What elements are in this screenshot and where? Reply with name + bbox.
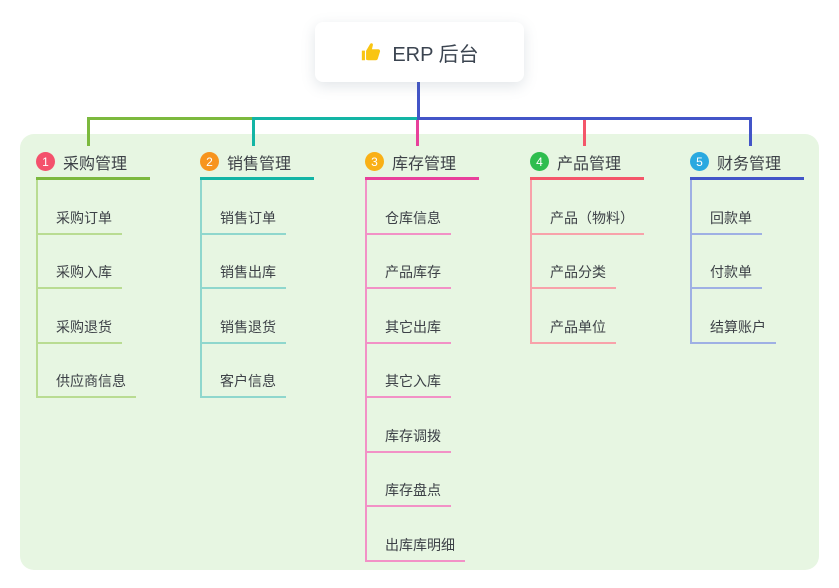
drop-line-branch-1 (87, 120, 90, 146)
child-node: 出库库明细 (367, 507, 479, 562)
child-node: 销售订单 (202, 180, 314, 235)
branch-children: 采购订单 采购入库 采购退货 供应商信息 (36, 180, 150, 398)
branch-number-badge: 1 (36, 152, 55, 171)
branch-sales: 2 销售管理 销售订单 销售出库 销售退货 客户信息 (200, 146, 314, 398)
child-node-label[interactable]: 销售退货 (202, 317, 286, 344)
branch-label: 销售管理 (227, 155, 292, 173)
child-node: 仓库信息 (367, 180, 479, 235)
child-node-label[interactable]: 回款单 (692, 208, 762, 235)
child-node-label[interactable]: 销售订单 (202, 208, 286, 235)
child-node-label[interactable]: 产品分类 (532, 262, 616, 289)
mindmap-canvas-panel (20, 134, 819, 570)
branch-children: 产品（物料） 产品分类 产品单位 (530, 180, 644, 344)
child-node-label[interactable]: 出库库明细 (367, 535, 465, 562)
drop-line-branch-4 (583, 120, 586, 146)
branch-label: 库存管理 (392, 155, 457, 173)
child-node-label[interactable]: 采购入库 (38, 262, 122, 289)
bus-line-branch-2 (252, 117, 418, 120)
drop-line-branch-3 (416, 120, 419, 146)
branch-header-finance[interactable]: 5 财务管理 (690, 146, 804, 180)
child-node-label[interactable]: 结算账户 (692, 317, 776, 344)
child-node: 采购订单 (38, 180, 150, 235)
child-node: 产品（物料） (532, 180, 644, 235)
branch-label: 采购管理 (63, 155, 128, 173)
child-node-label[interactable]: 产品单位 (532, 317, 616, 344)
drop-line-branch-2 (252, 120, 255, 146)
branch-label: 财务管理 (717, 155, 782, 173)
root-node-erp[interactable]: ERP 后台 (315, 22, 524, 82)
branch-label: 产品管理 (557, 155, 622, 173)
branch-finance: 5 财务管理 回款单 付款单 结算账户 (690, 146, 804, 344)
branch-number-badge: 4 (530, 152, 549, 171)
child-node: 销售退货 (202, 289, 314, 344)
branch-header-sales[interactable]: 2 销售管理 (200, 146, 314, 180)
child-node: 产品分类 (532, 235, 644, 289)
child-node: 回款单 (692, 180, 804, 235)
child-node: 销售出库 (202, 235, 314, 289)
child-node-label[interactable]: 产品（物料） (532, 208, 644, 235)
child-node: 库存调拨 (367, 398, 479, 453)
child-node-label[interactable]: 销售出库 (202, 262, 286, 289)
child-node: 结算账户 (692, 289, 804, 344)
branch-number-badge: 3 (365, 152, 384, 171)
child-node: 供应商信息 (38, 344, 150, 398)
branch-children: 销售订单 销售出库 销售退货 客户信息 (200, 180, 314, 398)
branch-number-badge: 2 (200, 152, 219, 171)
branch-header-purchase[interactable]: 1 采购管理 (36, 146, 150, 180)
root-node-label: ERP 后台 (392, 43, 479, 66)
branch-header-product[interactable]: 4 产品管理 (530, 146, 644, 180)
child-node-label[interactable]: 其它入库 (367, 371, 451, 398)
branch-purchase: 1 采购管理 采购订单 采购入库 采购退货 供应商信息 (36, 146, 150, 398)
bus-line-branch-1 (87, 117, 254, 120)
child-node-label[interactable]: 库存盘点 (367, 480, 451, 507)
child-node-label[interactable]: 采购订单 (38, 208, 122, 235)
branch-product: 4 产品管理 产品（物料） 产品分类 产品单位 (530, 146, 644, 344)
branch-children: 仓库信息 产品库存 其它出库 其它入库 库存调拨 库存盘点 出库库明细 (365, 180, 479, 562)
thumbs-up-icon (360, 41, 382, 63)
bus-line-branch-5 (417, 117, 752, 120)
child-node: 采购入库 (38, 235, 150, 289)
child-node: 客户信息 (202, 344, 314, 398)
child-node-label[interactable]: 客户信息 (202, 371, 286, 398)
branch-inventory: 3 库存管理 仓库信息 产品库存 其它出库 其它入库 库存调拨 库存盘点 出库库… (365, 146, 479, 562)
child-node-label[interactable]: 供应商信息 (38, 371, 136, 398)
branch-header-inventory[interactable]: 3 库存管理 (365, 146, 479, 180)
drop-line-branch-5 (749, 120, 752, 146)
root-connector-line (417, 82, 420, 118)
child-node: 采购退货 (38, 289, 150, 344)
child-node: 产品库存 (367, 235, 479, 289)
child-node-label[interactable]: 采购退货 (38, 317, 122, 344)
child-node-label[interactable]: 库存调拨 (367, 426, 451, 453)
child-node: 其它出库 (367, 289, 479, 344)
child-node-label[interactable]: 仓库信息 (367, 208, 451, 235)
child-node: 库存盘点 (367, 453, 479, 507)
child-node-label[interactable]: 其它出库 (367, 317, 451, 344)
child-node: 产品单位 (532, 289, 644, 344)
child-node: 付款单 (692, 235, 804, 289)
child-node-label[interactable]: 产品库存 (367, 262, 451, 289)
branch-number-badge: 5 (690, 152, 709, 171)
branch-children: 回款单 付款单 结算账户 (690, 180, 804, 344)
child-node: 其它入库 (367, 344, 479, 398)
child-node-label[interactable]: 付款单 (692, 262, 762, 289)
